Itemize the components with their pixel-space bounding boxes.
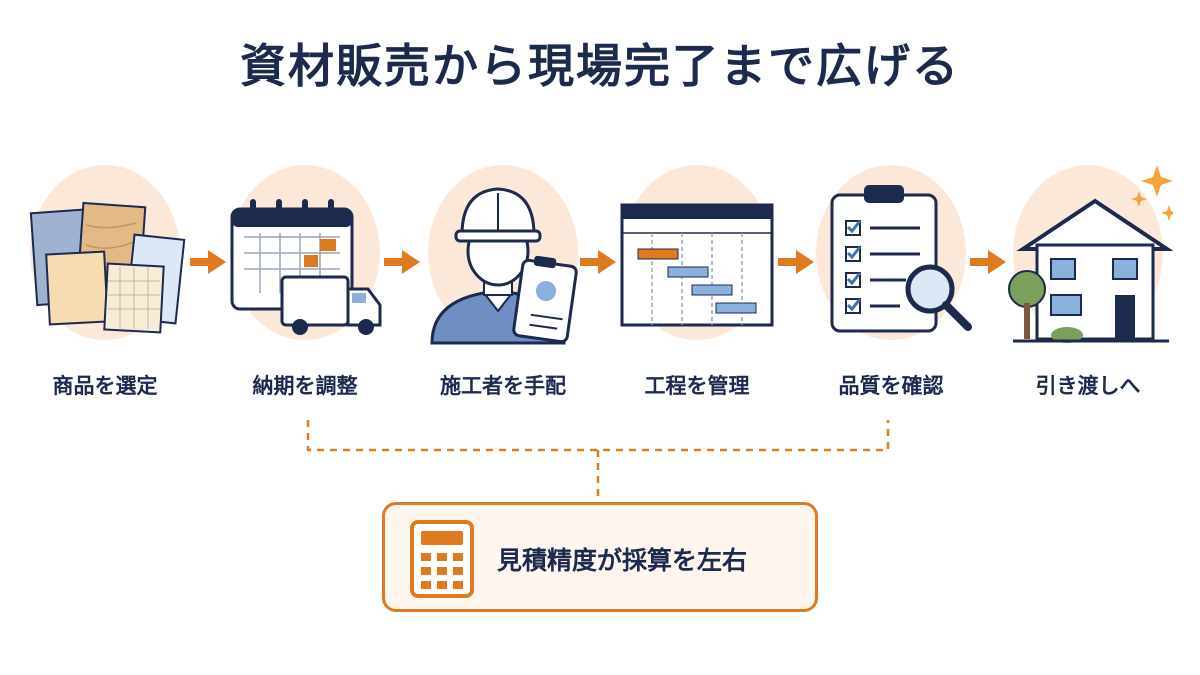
step-arrange-contractor: 施工者を手配 [418,165,588,415]
step-label: 納期を調整 [252,374,358,398]
step-label: 品質を確認 [838,374,944,398]
arrow-right-icon [384,250,420,274]
note-text: 見積精度が採算を左右 [497,546,748,575]
gantt-chart-icon [620,203,774,327]
worker-badge-icon [430,187,578,345]
arrow-right-icon [190,250,226,274]
step-select-product: 商品を選定 [20,165,190,415]
step-label: 引き渡しへ [1035,374,1141,398]
house-sparkle-icon [1008,165,1173,343]
step-label: 商品を選定 [52,374,158,398]
checklist-magnifier-icon [830,185,972,333]
step-adjust-delivery: 納期を調整 [220,165,390,415]
calendar-truck-icon [230,199,382,335]
arrow-right-icon [580,250,616,274]
step-handover: 引き渡しへ [1003,165,1173,415]
step-label: 工程を管理 [644,374,750,398]
step-manage-schedule: 工程を管理 [612,165,782,415]
arrow-right-icon [970,250,1006,274]
step-label: 施工者を手配 [440,374,566,398]
calculator-icon [410,520,474,598]
estimate-accuracy-note: 見積精度が採算を左右 [382,502,818,612]
step-check-quality: 品質を確認 [806,165,976,415]
material-samples-icon [29,201,186,334]
page-title: 資材販売から現場完了まで広げる [240,39,960,93]
arrow-right-icon [778,250,814,274]
